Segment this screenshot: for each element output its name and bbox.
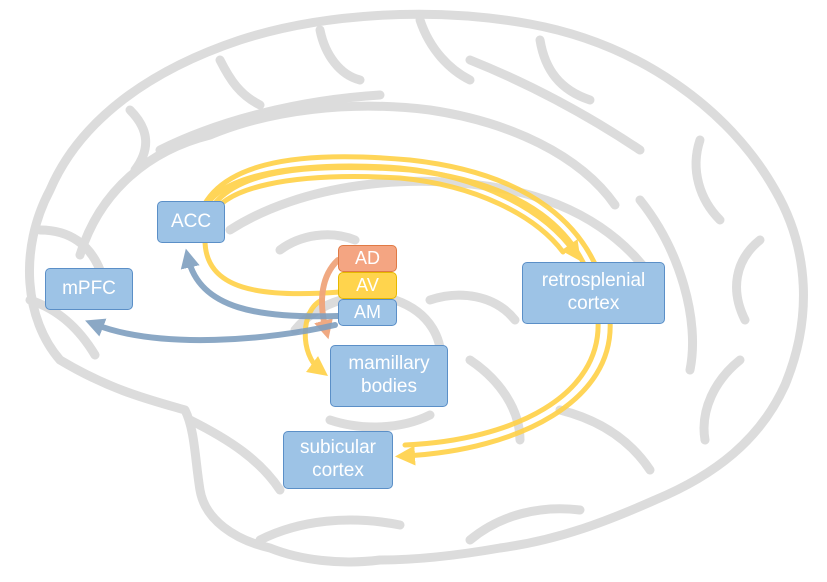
region-retrosplenial-label-line2: cortex	[567, 293, 620, 314]
lingual-sulcus	[555, 405, 655, 475]
arrow-am-to-acc	[180, 248, 341, 320]
region-subicular-label-line2: cortex	[312, 460, 364, 481]
temporal-gyrus-2	[465, 504, 585, 545]
arrow-av-to-subicular	[193, 154, 613, 466]
region-acc: ACC	[157, 201, 225, 243]
am-projections	[85, 248, 341, 344]
arrow-av-to-subicular-2	[199, 164, 601, 448]
occipital-sulcus	[635, 195, 697, 375]
nucleus-ad-label: AD	[354, 247, 380, 268]
brainstem-contour	[325, 410, 435, 432]
arrow-av-feed	[202, 237, 343, 297]
arrow-ad-to-mamillary	[314, 257, 341, 340]
ad-projections	[314, 257, 341, 340]
region-mamillary-label-line2: bodies	[361, 376, 417, 397]
nucleus-av-label: AV	[356, 274, 379, 295]
region-acc-label: ACC	[170, 210, 212, 232]
region-mpfc-label: mPFC	[62, 277, 116, 299]
parietal-gyrus-1	[415, 15, 475, 85]
frontal-pole-gyrus	[25, 295, 100, 360]
nucleus-am-label: AM	[354, 301, 381, 322]
region-retrosplenial-cortex: retrosplenial cortex	[522, 262, 665, 324]
region-subicular-label-line1: subicular	[299, 437, 377, 459]
brain-outline	[24, 9, 808, 567]
brain-outer-contour	[24, 9, 808, 567]
temporal-gyrus-1	[255, 515, 405, 545]
frontal-gyrus-1	[125, 105, 151, 175]
nucleus-ad: AD	[338, 245, 397, 272]
occipital-gyrus-3	[699, 355, 745, 445]
arrow-am-to-mpfc	[85, 318, 338, 344]
occipital-gyrus-1	[691, 135, 725, 225]
region-subicular-cortex: subicular cortex	[283, 431, 393, 489]
nucleus-av: AV	[338, 272, 397, 299]
thalamus-contour	[425, 290, 520, 325]
occipital-gyrus-2	[732, 235, 765, 325]
cingulate-sulcus	[155, 90, 385, 155]
region-mpfc: mPFC	[45, 268, 133, 310]
orbital-gyrus	[35, 225, 105, 275]
frontal-gyrus-2	[215, 55, 265, 110]
fornix-contour	[275, 230, 360, 255]
nucleus-am: AM	[338, 299, 397, 326]
parietal-sulcus	[465, 55, 645, 155]
arrow-av-to-retrosplenial-2	[207, 174, 566, 255]
frontal-gyrus-3	[315, 25, 365, 85]
region-retrosplenial-label-line1: retrosplenial	[541, 270, 646, 292]
parietal-gyrus-2	[535, 35, 595, 105]
region-mamillary-bodies: mamillary bodies	[330, 345, 448, 407]
region-mamillary-label-line1: mamillary	[348, 353, 430, 375]
collateral-sulcus	[185, 415, 285, 495]
